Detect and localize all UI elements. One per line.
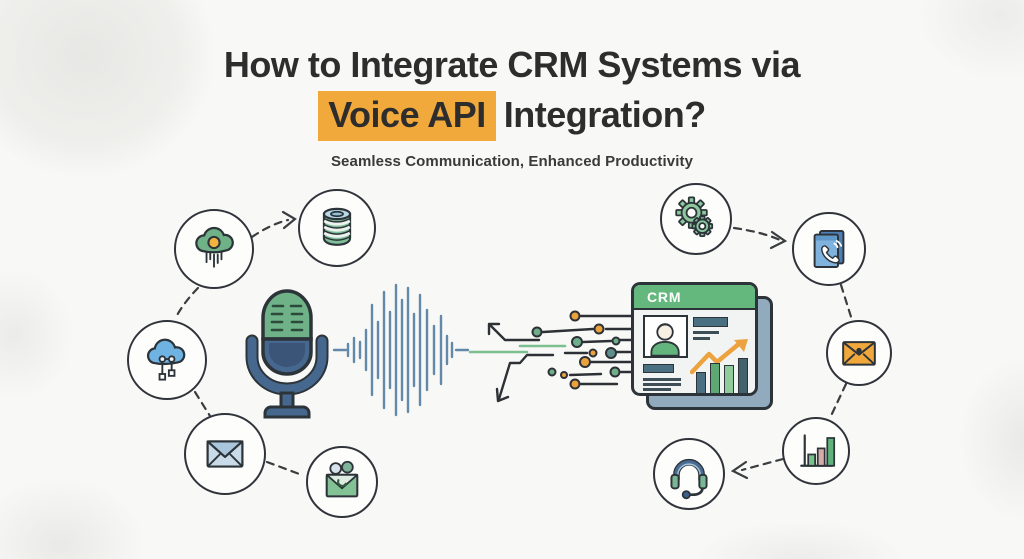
crm-text-block	[643, 364, 674, 373]
crm-header-label: CRM	[647, 288, 682, 305]
crm-chart-bar	[738, 358, 748, 393]
headset-node	[653, 438, 725, 510]
crm-header-bar: CRM	[634, 285, 755, 310]
background-splotch	[650, 505, 950, 559]
gears-settings-icon	[675, 196, 714, 237]
crm-chart-bar	[724, 365, 734, 393]
bar-chart-analytics-icon	[800, 434, 836, 467]
bar-chart-node	[782, 417, 850, 485]
email-node	[184, 413, 266, 495]
cloud-data-stream-icon	[195, 226, 234, 268]
background-splotch	[930, 320, 1024, 559]
contact-book-phone-icon	[813, 230, 845, 268]
crm-text-line	[693, 331, 719, 334]
crm-chart-bar	[710, 363, 720, 393]
crm-text-line	[643, 378, 681, 381]
cloud-data-stream-node	[174, 209, 254, 289]
crm-contact-photo	[643, 315, 688, 358]
crm-dashboard-window: CRM	[631, 282, 758, 396]
crm-text-line	[643, 383, 681, 386]
title-line1: How to Integrate CRM Systems via	[223, 44, 801, 85]
email-alert-icon	[842, 341, 876, 366]
title-line2-rest: Integration?	[503, 94, 706, 136]
headset-support-icon	[670, 458, 708, 500]
contact-book-node	[792, 212, 866, 286]
subtitle: Seamless Communication, Enhanced Product…	[330, 152, 694, 170]
title-block: How to Integrate CRM Systems via Voice A…	[0, 44, 1024, 170]
database-icon	[322, 207, 352, 246]
team-call-email-icon	[325, 460, 359, 498]
growth-arrow-icon	[690, 339, 748, 375]
person-avatar-icon	[650, 323, 680, 356]
data-flow-network	[468, 310, 633, 403]
gears-node	[660, 183, 732, 255]
email-envelope-icon	[206, 440, 244, 468]
background-splotch	[0, 240, 100, 430]
crm-text-line	[693, 337, 710, 340]
crm-chart-bar	[696, 372, 706, 393]
crm-text-line	[643, 388, 671, 391]
voice-waveform	[332, 283, 470, 417]
email-alert-node	[826, 320, 892, 386]
title-highlight: Voice API	[318, 91, 496, 141]
microphone-icon	[245, 289, 329, 419]
cloud-network-node	[127, 320, 207, 400]
background-splotch	[0, 450, 180, 559]
crm-text-block	[693, 317, 728, 327]
database-node	[298, 189, 376, 267]
cloud-network-icon	[146, 338, 186, 381]
team-call-email-node	[306, 446, 378, 518]
